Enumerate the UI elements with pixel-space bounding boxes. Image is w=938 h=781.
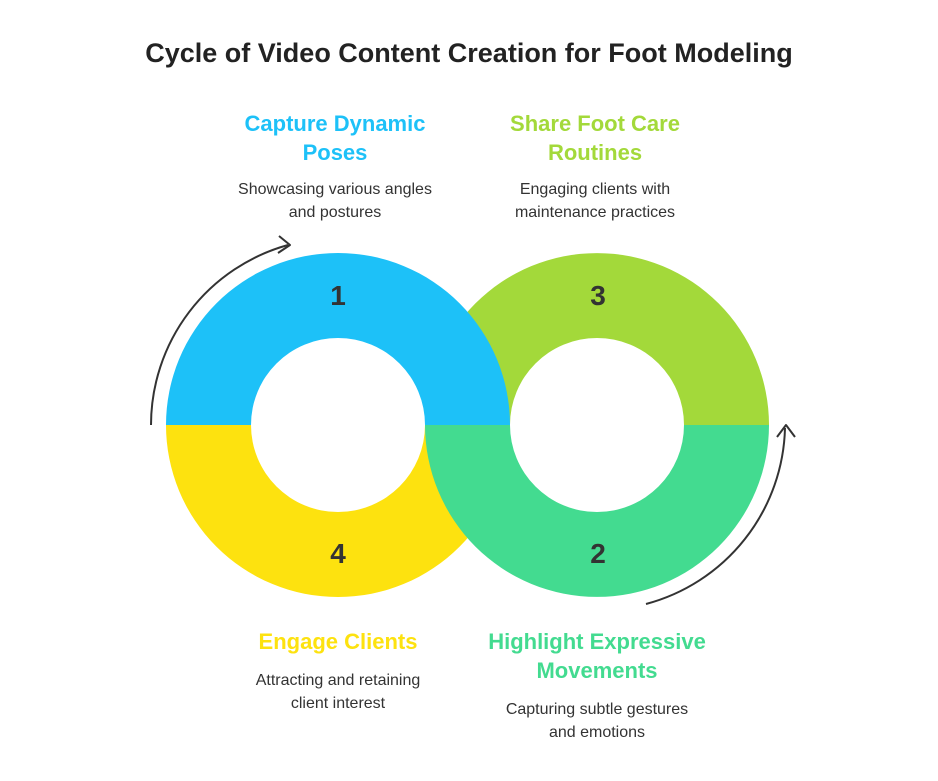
segment-3	[425, 253, 769, 425]
arrow-head-left-icon	[277, 235, 291, 254]
step-1-number: 1	[330, 280, 346, 311]
step-2-heading: Highlight Expressive Movements	[488, 629, 706, 683]
step-1-heading: Capture Dynamic Poses	[244, 111, 426, 165]
step-2-number: 2	[590, 538, 606, 569]
step-4-description: Attracting and retaining client interest	[255, 672, 421, 712]
step-3-number: 3	[590, 280, 606, 311]
step-4-number: 4	[330, 538, 346, 569]
segment-2	[425, 425, 769, 597]
step-3-description: Engaging clients with maintenance practi…	[514, 181, 676, 221]
step-4-heading: Engage Clients	[258, 629, 418, 654]
arrow-head-right-icon	[776, 424, 796, 438]
cycle-arrow-left	[150, 244, 289, 426]
segment-1	[166, 253, 510, 425]
step-1-description: Showcasing various angles and postures	[238, 181, 432, 221]
step-2-description: Capturing subtle gestures and emotions	[505, 701, 689, 741]
page-title: Cycle of Video Content Creation for Foot…	[145, 38, 793, 68]
cycle-arrow-right	[645, 427, 786, 605]
segment-4	[166, 425, 510, 597]
step-3-heading: Share Foot Care Routines	[510, 111, 680, 165]
